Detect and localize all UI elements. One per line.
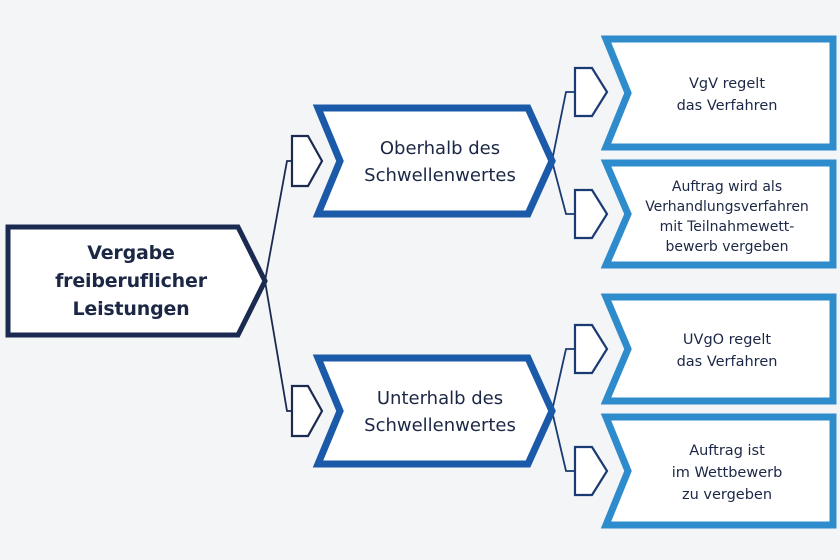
- node-oberhalb-line-1: Oberhalb des: [380, 138, 500, 159]
- connector-arrow-unterhalb-shape: [290, 384, 324, 438]
- connector-line-root-to-oberhalb: [264, 160, 292, 282]
- node-verhandlung-line-3: mit Teilnahmewett-: [660, 219, 795, 235]
- node-uvgo[interactable]: UVgO regelt das Verfahren: [600, 293, 837, 405]
- connector-arrow-verhandlung: [573, 188, 609, 240]
- node-root-line-1: Vergabe: [87, 242, 174, 264]
- node-wettbewerb-line-3: zu vergeben: [682, 487, 772, 503]
- node-uvgo-shape: [600, 293, 837, 405]
- connector-line-oberhalb-to-verhandlung: [551, 160, 575, 215]
- node-vgv[interactable]: VgV regelt das Verfahren: [600, 35, 837, 151]
- node-vgv-line-2: das Verfahren: [677, 98, 778, 114]
- node-vgv-line-1: VgV regelt: [689, 76, 765, 92]
- node-vgv-shape: [600, 35, 837, 151]
- node-wettbewerb-line-1: Auftrag ist: [689, 443, 765, 459]
- node-wettbewerb-shape: [600, 413, 837, 529]
- node-oberhalb[interactable]: Oberhalb des Schwellenwertes: [312, 104, 556, 218]
- connector-lines: [264, 91, 575, 472]
- connector-arrow-vgv-shape: [573, 66, 609, 118]
- connector-arrow-unterhalb: [290, 384, 324, 438]
- node-verhandlung-line-4: bewerb vergeben: [666, 239, 789, 255]
- node-verhandlung-line-2: Verhandlungsverfahren: [645, 199, 809, 215]
- node-unterhalb[interactable]: Unterhalb des Schwellenwertes: [312, 354, 556, 468]
- node-verhandlungsverfahren[interactable]: Auftrag wird als Verhandlungsverfahren m…: [600, 159, 837, 269]
- node-uvgo-line-1: UVgO regelt: [683, 332, 771, 348]
- node-verhandlungsverfahren-shape: [600, 159, 837, 269]
- connector-line-root-to-unterhalb: [264, 280, 292, 412]
- node-unterhalb-line-2: Schwellenwertes: [364, 415, 516, 436]
- connector-line-oberhalb-to-vgv: [551, 91, 575, 162]
- connector-arrow-uvgo: [573, 323, 609, 375]
- connector-arrow-oberhalb-shape: [290, 134, 324, 188]
- node-verhandlung-line-1: Auftrag wird als: [672, 179, 782, 195]
- node-wettbewerb[interactable]: Auftrag ist im Wettbewerb zu vergeben: [600, 413, 837, 529]
- connector-arrow-vgv: [573, 66, 609, 118]
- node-unterhalb-shape: [312, 354, 556, 468]
- node-oberhalb-shape: [312, 104, 556, 218]
- connector-arrow-verhandlung-shape: [573, 188, 609, 240]
- node-unterhalb-line-1: Unterhalb des: [377, 388, 503, 409]
- node-oberhalb-line-2: Schwellenwertes: [364, 165, 516, 186]
- node-root[interactable]: Vergabe freiberuflicher Leistungen: [5, 224, 268, 338]
- connector-arrow-wettbewerb-shape: [573, 445, 609, 497]
- connector-arrow-uvgo-shape: [573, 323, 609, 375]
- node-root-line-2: freiberuflicher: [55, 270, 208, 292]
- node-root-line-3: Leistungen: [73, 298, 190, 320]
- connector-line-unterhalb-to-uvgo: [551, 348, 575, 412]
- node-wettbewerb-line-2: im Wettbewerb: [672, 465, 783, 481]
- connector-arrow-oberhalb: [290, 134, 324, 188]
- node-root-shape: [5, 224, 268, 338]
- connector-arrow-wettbewerb: [573, 445, 609, 497]
- node-uvgo-line-2: das Verfahren: [677, 354, 778, 370]
- connector-line-unterhalb-to-wettbewerb: [551, 410, 575, 472]
